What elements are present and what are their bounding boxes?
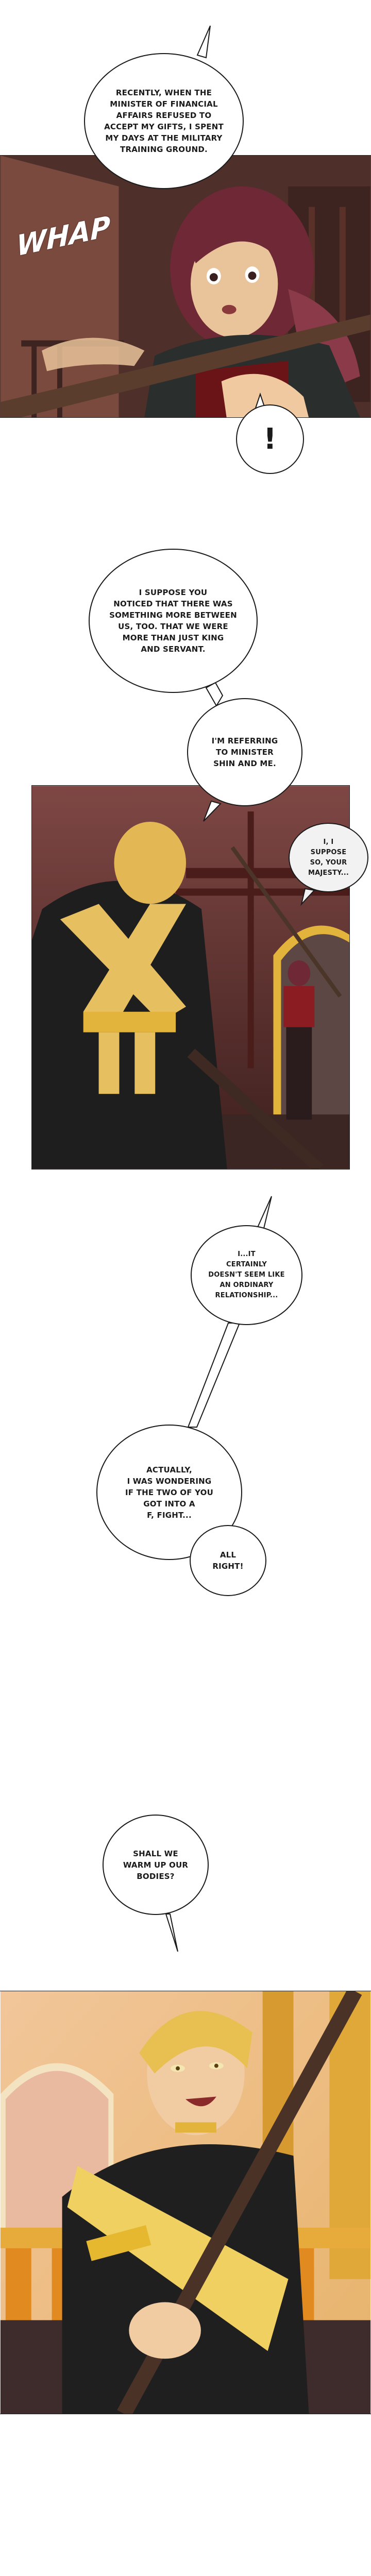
speech-bubble-all-right: ALL RIGHT! (190, 1525, 266, 1596)
speech-tail (196, 25, 211, 59)
webtoon-page: WHAP RECENTLY, WHEN THE MINISTER OF FINA… (0, 25, 371, 2414)
panel-2-king-and-servant (31, 785, 350, 1170)
bubble-text: ! (263, 422, 277, 456)
panel-1-surprised-servant: WHAP (0, 155, 371, 418)
speech-bubble-referring-to-minister-shin: I'M REFERRING TO MINISTER SHIN AND ME. (187, 698, 302, 806)
bubble-text: SHALL WE WARM UP OUR BODIES? (123, 1849, 189, 1881)
panel-3-illustration (0, 1991, 371, 2414)
bubble-text: RECENTLY, WHEN THE MINISTER OF FINANCIAL… (104, 88, 224, 154)
bubble-text: ACTUALLY, I WAS WONDERING IF THE TWO OF … (125, 1465, 213, 1520)
speech-tail (165, 1913, 178, 1952)
speech-bubble-ordinary-relationship: I...IT CERTAINLY DOESN'T SEEM LIKE AN OR… (191, 1225, 302, 1325)
speech-tail (300, 888, 315, 906)
panel-1-illustration (1, 156, 370, 417)
panel-2-illustration (32, 786, 349, 1169)
bubble-text: I SUPPOSE YOU NOTICED THAT THERE WAS SOM… (109, 588, 237, 654)
speech-bubble-i-suppose-you-noticed: I SUPPOSE YOU NOTICED THAT THERE WAS SOM… (89, 549, 258, 693)
bubble-text: I, I SUPPOSE SO, YOUR MAJESTY... (308, 838, 349, 877)
speech-bubble-i-suppose-so: I, I SUPPOSE SO, YOUR MAJESTY... (289, 823, 368, 892)
bubble-text: I...IT CERTAINLY DOESN'T SEEM LIKE AN OR… (208, 1250, 285, 1299)
speech-bubble-exclamation: ! (236, 404, 304, 474)
speech-tail (203, 682, 224, 822)
bubble-text: I'M REFERRING TO MINISTER SHIN AND ME. (211, 736, 278, 768)
speech-bubble-recently: RECENTLY, WHEN THE MINISTER OF FINANCIAL… (84, 53, 244, 189)
speech-tail (187, 1196, 272, 1428)
bubble-text: ALL RIGHT! (212, 1550, 244, 1571)
panel-3-king-with-staff (0, 1991, 371, 2414)
speech-bubble-warm-up-our-bodies: SHALL WE WARM UP OUR BODIES? (103, 1815, 209, 1915)
speech-tail (254, 392, 266, 410)
